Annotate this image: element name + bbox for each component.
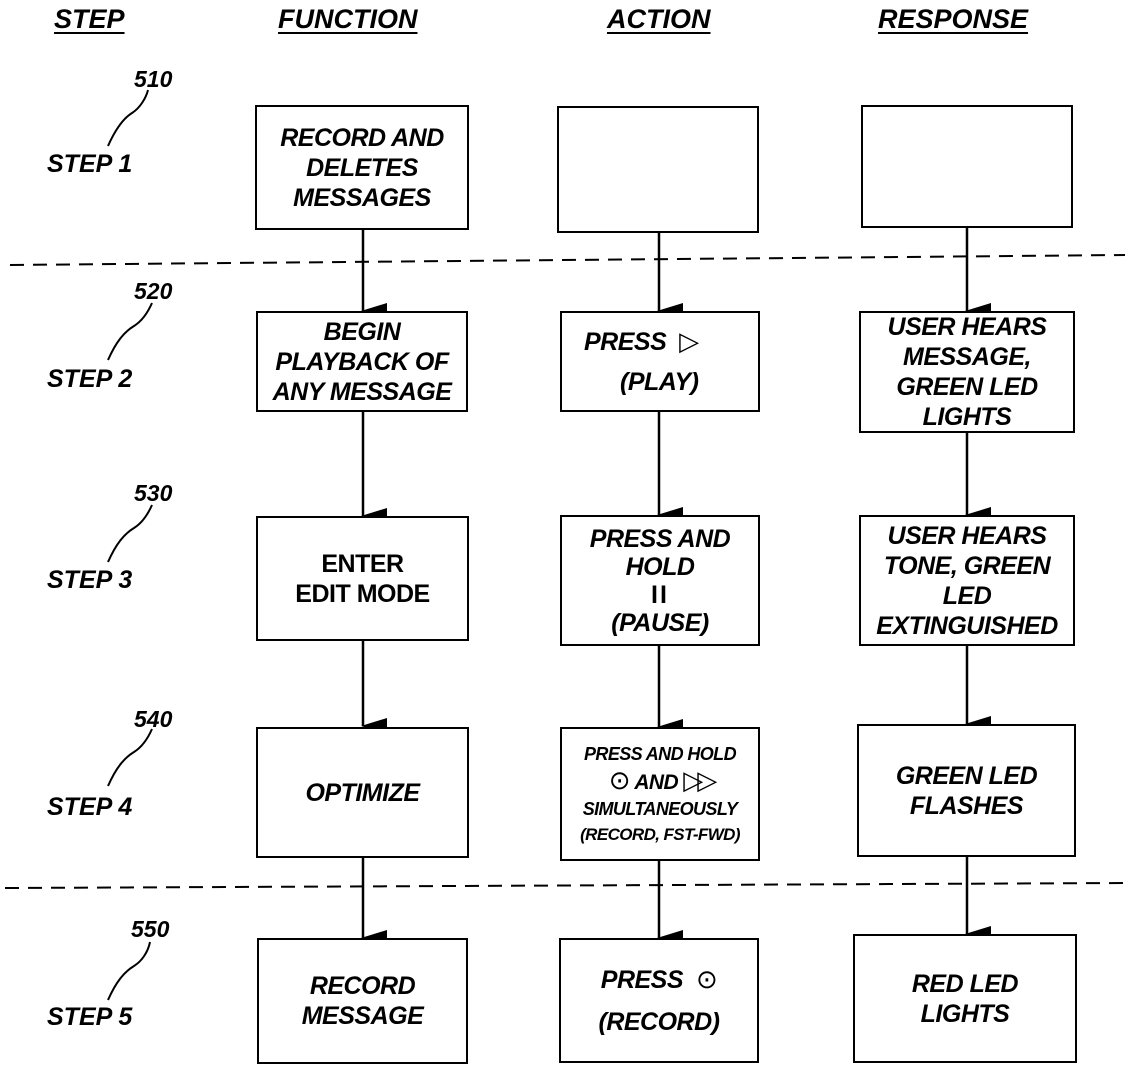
box-text: BEGIN (323, 317, 401, 346)
box-text: LIGHTS (922, 403, 1012, 431)
box-text: PLAYBACK OF (275, 347, 449, 376)
box-text: MESSAGE, (903, 343, 1031, 371)
step-label: STEP 5 (47, 1003, 133, 1031)
box-text: TONE, GREEN (883, 551, 1051, 580)
function-box: RECORD AND DELETES MESSAGES (255, 105, 469, 230)
box-text: (PAUSE) (611, 608, 709, 637)
ref-number: 530 (134, 480, 173, 506)
box-text: OPTIMIZE (305, 778, 420, 807)
function-box: ENTER EDIT MODE (256, 516, 469, 641)
box-text: PRESS ⊙ (600, 964, 718, 995)
function-box: OPTIMIZE (256, 727, 469, 858)
play-icon: ▷ (679, 326, 699, 356)
box-text: (RECORD, FST-FWD) (580, 824, 740, 844)
ref-number: 550 (131, 916, 170, 942)
box-text: (RECORD) (598, 1008, 721, 1036)
header-action: ACTION (607, 4, 711, 34)
step-label: STEP 4 (47, 793, 133, 821)
box-text: RED LED (911, 969, 1019, 998)
ref-leader (107, 302, 153, 361)
box-text: FLASHES (909, 791, 1024, 820)
box-text: ENTER (321, 549, 404, 578)
response-box: USER HEARS MESSAGE, GREEN LED LIGHTS (859, 311, 1075, 433)
response-box-empty (861, 105, 1073, 228)
box-text: PRESS AND HOLD (584, 743, 737, 764)
ref-leader (107, 728, 153, 787)
ref-number: 540 (134, 706, 173, 732)
box-text: RECORD (309, 972, 416, 1000)
box-text: LED (942, 581, 992, 610)
and-label: AND (634, 770, 679, 794)
box-text: PRESS ▷ (584, 326, 699, 357)
box-text: LIGHTS (920, 999, 1010, 1028)
action-box: PRESS AND HOLD II (PAUSE) (560, 515, 760, 646)
box-text: GREEN LED (896, 373, 1038, 401)
function-box: RECORD MESSAGE (257, 938, 468, 1064)
ref-leader (107, 89, 149, 147)
box-text: EDIT MODE (295, 579, 430, 608)
pause-icon: II (651, 580, 669, 609)
press-label: PRESS (584, 328, 667, 356)
separator-line (9, 254, 1126, 266)
box-text: MESSAGES (293, 183, 431, 212)
box-text: ANY MESSAGE (272, 377, 452, 406)
response-box: RED LED LIGHTS (853, 934, 1077, 1063)
box-text: PRESS AND (589, 524, 731, 553)
box-text: EXTINGUISHED (876, 611, 1058, 640)
box-text: USER HEARS (887, 313, 1047, 341)
function-box: BEGIN PLAYBACK OF ANY MESSAGE (256, 311, 468, 412)
action-box: PRESS ▷ (PLAY) (560, 311, 760, 412)
box-text: MESSAGE (301, 1002, 424, 1030)
box-text: GREEN LED (895, 761, 1038, 790)
response-box: GREEN LED FLASHES (857, 724, 1076, 857)
box-text: HOLD (625, 552, 695, 581)
header-function: FUNCTION (278, 4, 418, 34)
fast-forward-icon: ▷▷ (683, 764, 717, 795)
record-icon: ⊙ (695, 964, 718, 994)
action-box: PRESS ⊙ (RECORD) (559, 938, 759, 1063)
ref-leader (107, 941, 151, 1001)
box-text: USER HEARS (887, 521, 1047, 550)
action-box: PRESS AND HOLD ⊙ AND ▷▷ SIMULTANEOUSLY (… (560, 727, 760, 861)
box-text: SIMULTANEOUSLY (582, 798, 738, 819)
response-box: USER HEARS TONE, GREEN LED EXTINGUISHED (859, 515, 1075, 646)
record-icon: ⊙ (608, 764, 631, 795)
box-text: ⊙ AND ▷▷ (608, 764, 718, 796)
box-text: RECORD AND (280, 123, 444, 152)
separator-line (4, 882, 1126, 889)
ref-leader (107, 504, 153, 563)
step-label: STEP 1 (47, 150, 133, 178)
action-box-empty (557, 106, 759, 233)
press-label: PRESS (600, 966, 684, 994)
ref-number: 510 (134, 66, 173, 92)
step-label: STEP 2 (47, 365, 133, 393)
box-text: DELETES (306, 153, 418, 182)
ref-number: 520 (134, 278, 173, 304)
step-label: STEP 3 (47, 566, 133, 594)
header-step: STEP (54, 4, 125, 34)
header-response: RESPONSE (878, 4, 1029, 34)
box-text: (PLAY) (620, 368, 699, 396)
